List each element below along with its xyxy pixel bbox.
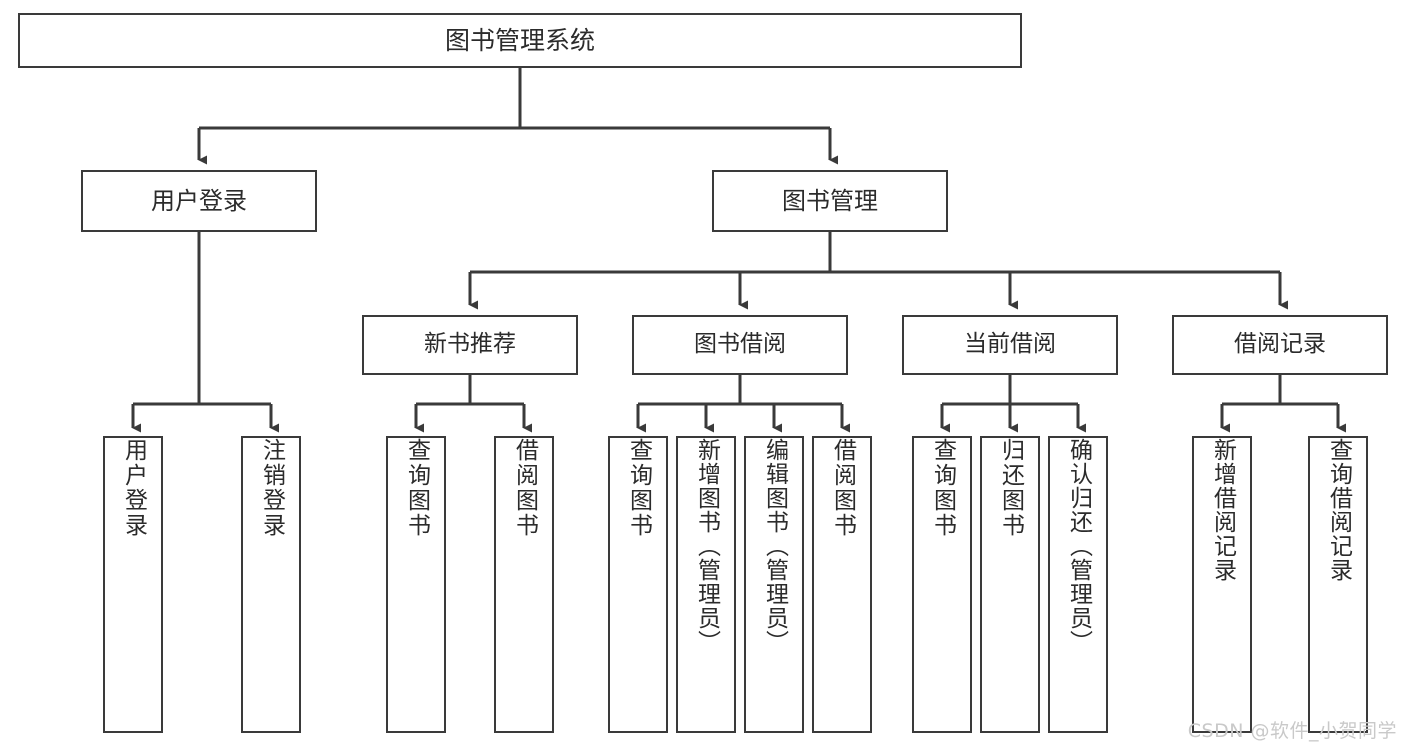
node-label: 借阅图书 (829, 438, 856, 538)
leaf-node-return-book[interactable]: 归还图书 (980, 436, 1040, 733)
node-label: 查询图书 (929, 438, 956, 538)
node-label: 图书借阅 (694, 331, 786, 358)
node-book-management[interactable]: 图书管理 (712, 170, 948, 232)
node-label: 确认归还（管理员） (1065, 438, 1092, 654)
node-label: 用户登录 (151, 186, 247, 215)
leaf-node-user-login[interactable]: 用户登录 (103, 436, 163, 733)
leaf-node-add-borrow-record[interactable]: 新增借阅记录 (1192, 436, 1252, 733)
leaf-node-edit-book[interactable]: 编辑图书（管理员） (744, 436, 804, 733)
leaf-node-query-book-borrow[interactable]: 查询图书 (608, 436, 668, 733)
leaf-node-logout-login[interactable]: 注销登录 (241, 436, 301, 733)
node-new-book-recommend[interactable]: 新书推荐 (362, 315, 578, 375)
node-label: 查询图书 (403, 438, 430, 538)
watermark-text: CSDN @软件_小贺同学 (1187, 720, 1397, 742)
node-label: 图书管理 (782, 186, 878, 215)
leaf-node-confirm-return[interactable]: 确认归还（管理员） (1048, 436, 1108, 733)
leaf-node-add-book[interactable]: 新增图书（管理员） (676, 436, 736, 733)
node-label: 借阅图书 (511, 438, 538, 538)
node-label: 当前借阅 (964, 331, 1056, 358)
node-label: 查询借阅记录 (1325, 438, 1352, 582)
leaf-node-borrow-book-recommend[interactable]: 借阅图书 (494, 436, 554, 733)
leaf-node-borrow-book[interactable]: 借阅图书 (812, 436, 872, 733)
node-user-login[interactable]: 用户登录 (81, 170, 317, 232)
leaf-node-query-book-recommend[interactable]: 查询图书 (386, 436, 446, 733)
node-label: 借阅记录 (1234, 331, 1326, 358)
node-current-borrow[interactable]: 当前借阅 (902, 315, 1118, 375)
node-label: 查询图书 (625, 438, 652, 538)
node-label: 图书管理系统 (444, 25, 595, 55)
node-borrow-record[interactable]: 借阅记录 (1172, 315, 1388, 375)
leaf-node-query-book-current[interactable]: 查询图书 (912, 436, 972, 733)
leaf-node-query-borrow-record[interactable]: 查询借阅记录 (1308, 436, 1368, 733)
node-root-system[interactable]: 图书管理系统 (18, 13, 1022, 68)
node-label: 注销登录 (258, 438, 285, 538)
node-label: 用户登录 (120, 438, 147, 538)
node-label: 新增图书（管理员） (693, 438, 720, 654)
node-label: 新增借阅记录 (1209, 438, 1236, 582)
node-label: 归还图书 (997, 438, 1024, 538)
node-label: 编辑图书（管理员） (761, 438, 788, 654)
node-label: 新书推荐 (424, 331, 516, 358)
node-book-borrow[interactable]: 图书借阅 (632, 315, 848, 375)
